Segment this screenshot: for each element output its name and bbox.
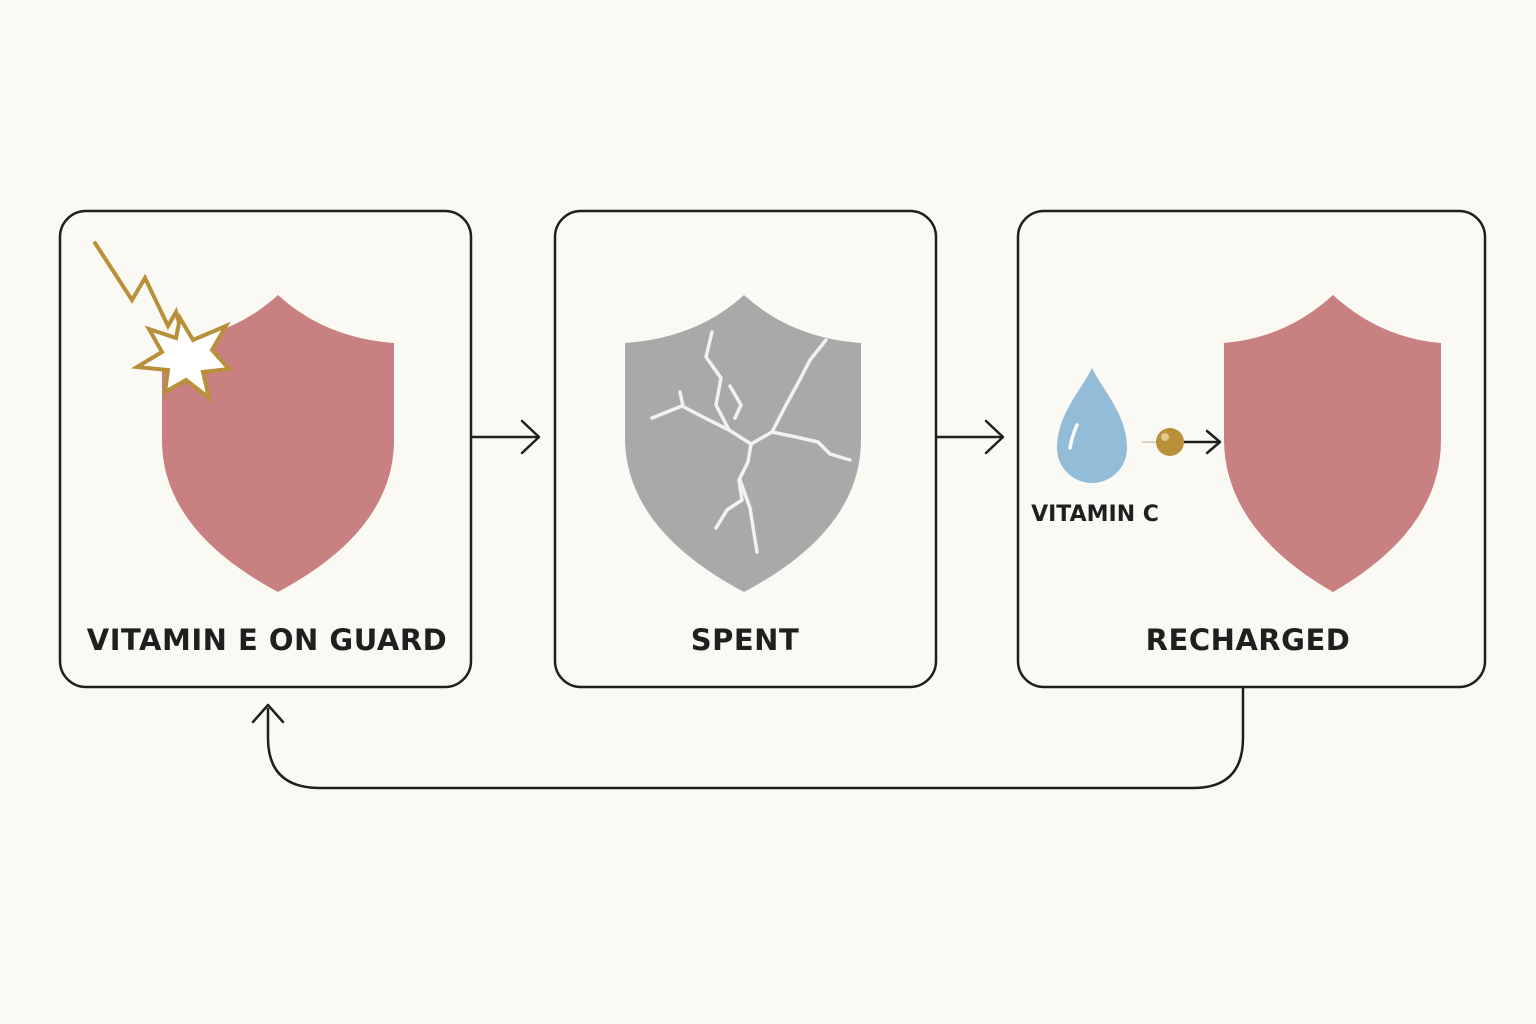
electron-transfer-arrow (1184, 429, 1222, 455)
panel-vitamin-e-on-guard: VITAMIN E ON GUARD (58, 209, 473, 689)
electron-highlight (1161, 433, 1169, 441)
panel-spent: SPENT (553, 209, 938, 689)
panel-recharged: VITAMIN C RECHARGED (1016, 209, 1487, 689)
panel-label: VITAMIN E ON GUARD (87, 623, 447, 657)
panel-frame (553, 209, 938, 689)
arrow-right (471, 419, 541, 455)
vitamin-c-label: VITAMIN C (1031, 502, 1159, 527)
water-drop-highlight (1068, 423, 1079, 450)
shield-icon (1224, 295, 1441, 592)
panel-frame (58, 209, 473, 689)
shield-cracks (650, 330, 852, 554)
cycle-return-arrow (251, 687, 1245, 790)
panel-label: RECHARGED (1146, 623, 1351, 657)
electron-icon (1156, 428, 1184, 456)
water-drop-icon (1057, 368, 1127, 483)
cracked-shield-icon (625, 295, 861, 592)
arrow-right (936, 419, 1005, 455)
panel-frame (1016, 209, 1487, 689)
starburst-icon (130, 312, 234, 404)
panel-label: SPENT (691, 623, 800, 657)
lightning-bolt-icon (93, 241, 184, 336)
